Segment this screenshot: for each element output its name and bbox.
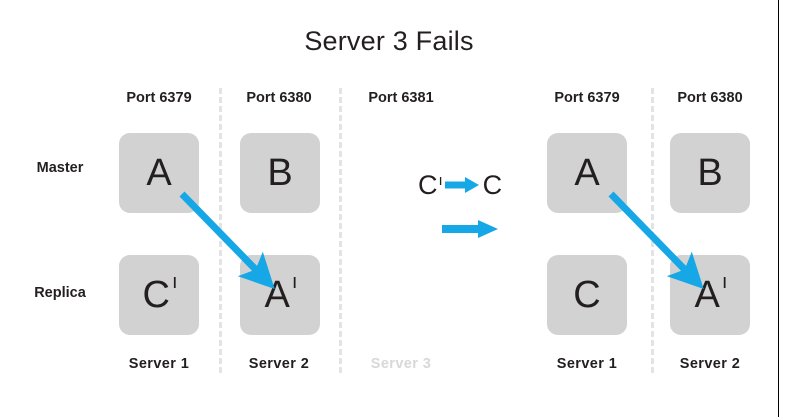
node-glyph: B [267,152,293,194]
node-col-3-master[interactable]: A [547,133,627,213]
legend-transition: Cı C [418,168,502,202]
port-label-col-2: Port 6381 [368,90,434,106]
server-label-col-4: Server 2 [679,356,741,372]
port-label-col-1: Port 6380 [246,90,312,106]
port-label-col-4: Port 6380 [677,90,743,106]
column-divider-3 [651,88,654,373]
column-divider-2 [339,88,342,373]
node-glyph: A [146,152,172,194]
slide-frame-edge [778,0,779,417]
legend-standalone-arrow [440,218,500,240]
node-col-1-master[interactable]: B [240,133,320,213]
legend-to-label: C [482,169,503,200]
server-label-col-0: Server 1 [128,356,190,372]
row-label-master: Master [36,160,84,176]
node-glyph: A [574,152,600,194]
legend: Cı C [418,168,528,248]
node-glyph: B [697,152,723,194]
server-label-col-2: Server 3 [370,356,432,372]
column-divider-1 [219,88,222,373]
node-col-0-master[interactable]: A [119,133,199,213]
right-arrow-icon [444,175,481,195]
port-label-col-0: Port 6379 [126,90,192,106]
row-label-replica: Replica [34,285,86,301]
page-title: Server 3 Fails [304,26,474,56]
node-glyph: C [573,274,601,316]
right-arrow-icon [440,218,500,240]
server-label-col-3: Server 1 [556,356,618,372]
port-label-col-3: Port 6379 [554,90,620,106]
node-col-3-replica[interactable]: C [547,255,627,335]
node-col-4-master[interactable]: B [670,133,750,213]
legend-from-label: Cı [418,169,443,200]
server-label-col-1: Server 2 [248,356,310,372]
